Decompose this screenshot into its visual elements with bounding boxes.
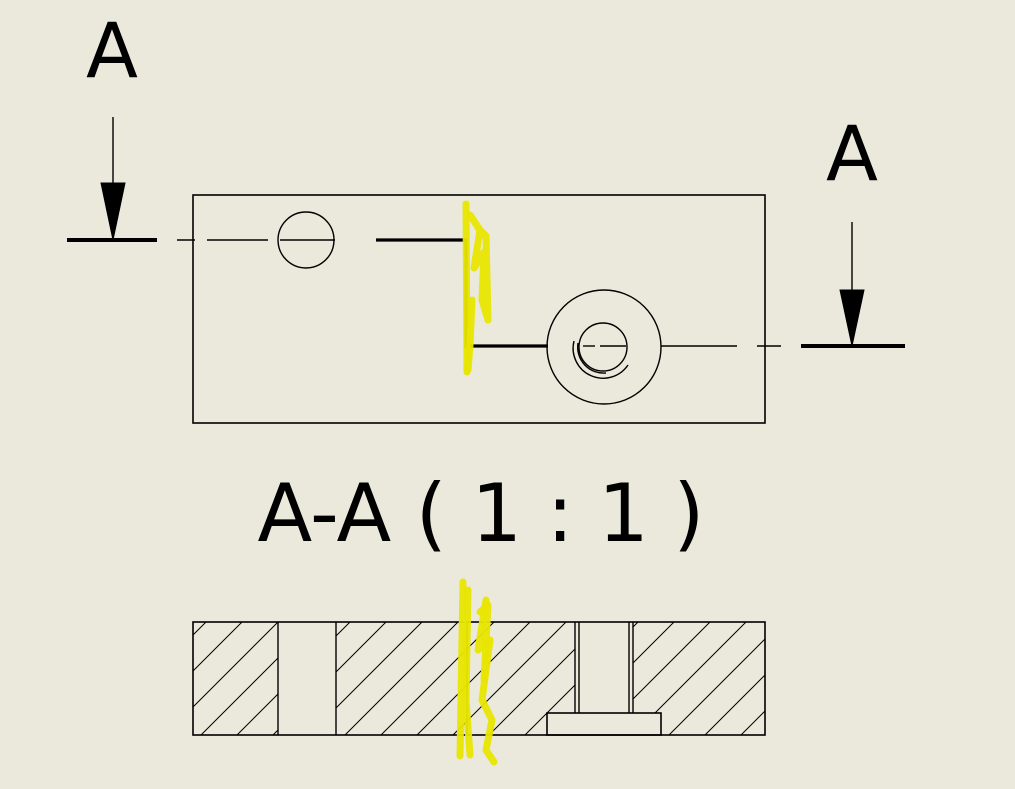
section-view-title: A-A ( 1 : 1 ) <box>258 467 705 560</box>
threaded-hole-void <box>575 622 633 713</box>
through-hole-void <box>278 622 336 735</box>
counterbore-void <box>547 713 661 735</box>
section-mark-right-label: A <box>826 109 878 198</box>
top-view-outline <box>192 194 766 424</box>
highlight-stroke <box>462 586 474 759</box>
thread-arc <box>572 340 629 379</box>
thread-arc-inner <box>576 342 607 374</box>
highlight-stroke <box>464 296 476 374</box>
counterbore-inner-circle <box>578 322 628 372</box>
section-arrow-right-head <box>839 289 865 347</box>
highlight-stroke <box>474 596 498 766</box>
section-arrow-left-head <box>100 182 126 241</box>
highlight-stroke <box>466 211 492 324</box>
counterbore-outline <box>546 712 662 736</box>
top-view <box>192 194 766 424</box>
highlight-mark-bottom <box>456 578 498 766</box>
highlight-stroke <box>456 578 467 760</box>
highlight-mark-top <box>462 200 492 376</box>
highlight-stroke <box>476 601 492 684</box>
section-mark-left: A <box>67 6 157 242</box>
section-mark-left-label: A <box>86 6 138 95</box>
section-mark-right: A <box>801 109 905 348</box>
